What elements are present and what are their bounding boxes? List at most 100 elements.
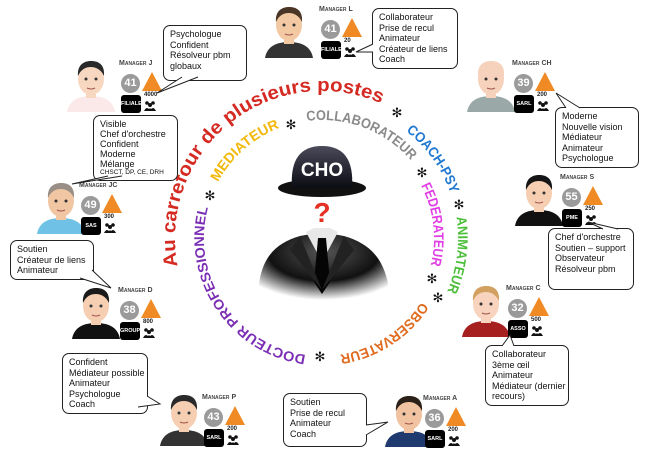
headcount: 200: [448, 427, 459, 433]
bubble-line: Collaborateur: [379, 12, 434, 22]
separator-icon: ✻: [433, 291, 444, 306]
bubble-line: Psychologue: [69, 388, 121, 399]
avatar-icon: [467, 61, 515, 112]
company-type-badge: SARL: [514, 95, 534, 113]
bubble-tail-outline: [156, 76, 199, 94]
separator-icon: ✻: [205, 189, 216, 204]
manager-card: Manager A 36 SARL 200: [383, 393, 493, 453]
question-mark: ?: [313, 197, 330, 228]
bubble-line: Chef d'orchestre: [100, 129, 166, 139]
bubble-line: Coach: [69, 399, 96, 410]
avatar-icon: [37, 183, 85, 234]
bubble-line: Chef d'orchestre: [555, 232, 621, 242]
bubble-line: Prise de recul: [379, 22, 435, 33]
avatar-icon: [515, 175, 563, 226]
bubble-line: Psychologue: [170, 29, 222, 39]
company-type-badge: ASSO: [508, 320, 528, 338]
manager-name: Manager L: [319, 6, 353, 13]
age-badge: 49: [81, 196, 100, 215]
bubble-tail-outline: [79, 269, 112, 289]
bubble-line: Résolveur pbm: [170, 50, 231, 61]
bubble-line: Nouvelle vision: [562, 121, 623, 132]
company-type-badge: SARL: [425, 430, 445, 448]
manager-name: Manager J: [119, 60, 153, 67]
people-icon: [344, 47, 356, 57]
headcount: 300: [104, 214, 115, 220]
headcount: 200: [537, 92, 548, 98]
bubble-line: Soutien: [17, 244, 48, 254]
seniority-triangle-icon: [446, 407, 466, 426]
bubble-line: Moderne: [562, 111, 598, 121]
bubble-line: 3ème œil: [492, 359, 530, 370]
bubble-line: Animateur: [562, 142, 604, 153]
seniority-triangle-icon: [342, 18, 362, 37]
bubble-line: Coach: [290, 428, 317, 439]
company-type-badge: GROUPE: [120, 322, 140, 340]
bubble-tail: [80, 270, 111, 288]
bubble-line: Résolveur pbm: [555, 263, 616, 274]
separator-icon: ✻: [454, 198, 465, 213]
bubble-tail-outline: [555, 92, 581, 109]
manager-name: Manager A: [423, 395, 458, 402]
faceless-suit-icon: [258, 228, 390, 300]
bubble-line: Visible: [100, 119, 127, 129]
bubble-tail-outline: [355, 43, 374, 53]
separator-icon: ✻: [286, 118, 297, 133]
avatar-icon: [67, 61, 115, 112]
bubble-line: Coach: [379, 54, 406, 65]
people-icon: [143, 328, 155, 338]
separator-icon: ✻: [427, 272, 438, 287]
separator-icon: ✻: [417, 166, 428, 181]
age-badge: 55: [562, 188, 581, 207]
headcount: 500: [531, 317, 542, 323]
bubble-line: Animateur: [492, 370, 534, 381]
bubble-line: Psychologue: [562, 153, 614, 164]
manager-card: Manager P 43 SARL 200: [158, 392, 268, 452]
manager-name: Manager D: [118, 287, 153, 294]
company-type-badge: SARL: [204, 429, 224, 447]
bubble-line: Observateur: [555, 253, 605, 264]
manager-card: Manager J 41 FILIALE 4000: [65, 58, 175, 118]
seniority-triangle-icon: [225, 406, 245, 425]
bubble-tail-outline: [137, 395, 162, 408]
manager-name: Manager JC: [79, 182, 118, 189]
bubble-line: Soutien: [290, 397, 321, 407]
people-icon: [448, 436, 460, 446]
manager-name: Manager C: [506, 285, 541, 292]
separator-icon: ✻: [392, 106, 403, 121]
age-badge: 43: [204, 408, 223, 427]
seniority-triangle-icon: [583, 186, 603, 205]
seniority-triangle-icon: [529, 297, 549, 316]
bubble-line: Médiateur (dernier: [492, 380, 566, 391]
age-badge: 36: [425, 409, 444, 428]
headcount: 250: [585, 206, 596, 212]
manager-name: Manager P: [202, 394, 237, 401]
bubble-tail-outline: [501, 333, 515, 347]
bubble-line: Confident: [170, 39, 209, 50]
people-icon: [104, 223, 116, 233]
manager-name: Manager S: [560, 174, 595, 181]
company-type-badge: FILIALE: [321, 41, 341, 59]
manager-card: Manager S 55 PME 250: [513, 172, 623, 232]
headcount: 800: [143, 319, 154, 325]
manager-card: Manager D 38 GROUPE 800: [70, 285, 180, 345]
age-badge: 38: [120, 301, 139, 320]
hat-label: CHO: [301, 160, 343, 181]
headcount: 20: [344, 38, 351, 44]
bubble-line: Médiateur possible: [69, 367, 145, 378]
avatar-icon: [462, 286, 510, 337]
age-badge: 41: [121, 74, 140, 93]
people-icon: [531, 326, 543, 336]
bubble-line: CHSCT, DP, CE, DRH: [100, 169, 164, 176]
headcount: 4000: [144, 92, 158, 98]
manager-card: Manager L 41 FILIALE 20: [263, 4, 373, 64]
bowler-hat-icon: [278, 146, 366, 197]
company-type-badge: PME: [562, 209, 582, 227]
avatar-icon: [72, 288, 120, 339]
company-type-badge: FILIALE: [121, 95, 141, 113]
seniority-triangle-icon: [142, 72, 162, 91]
